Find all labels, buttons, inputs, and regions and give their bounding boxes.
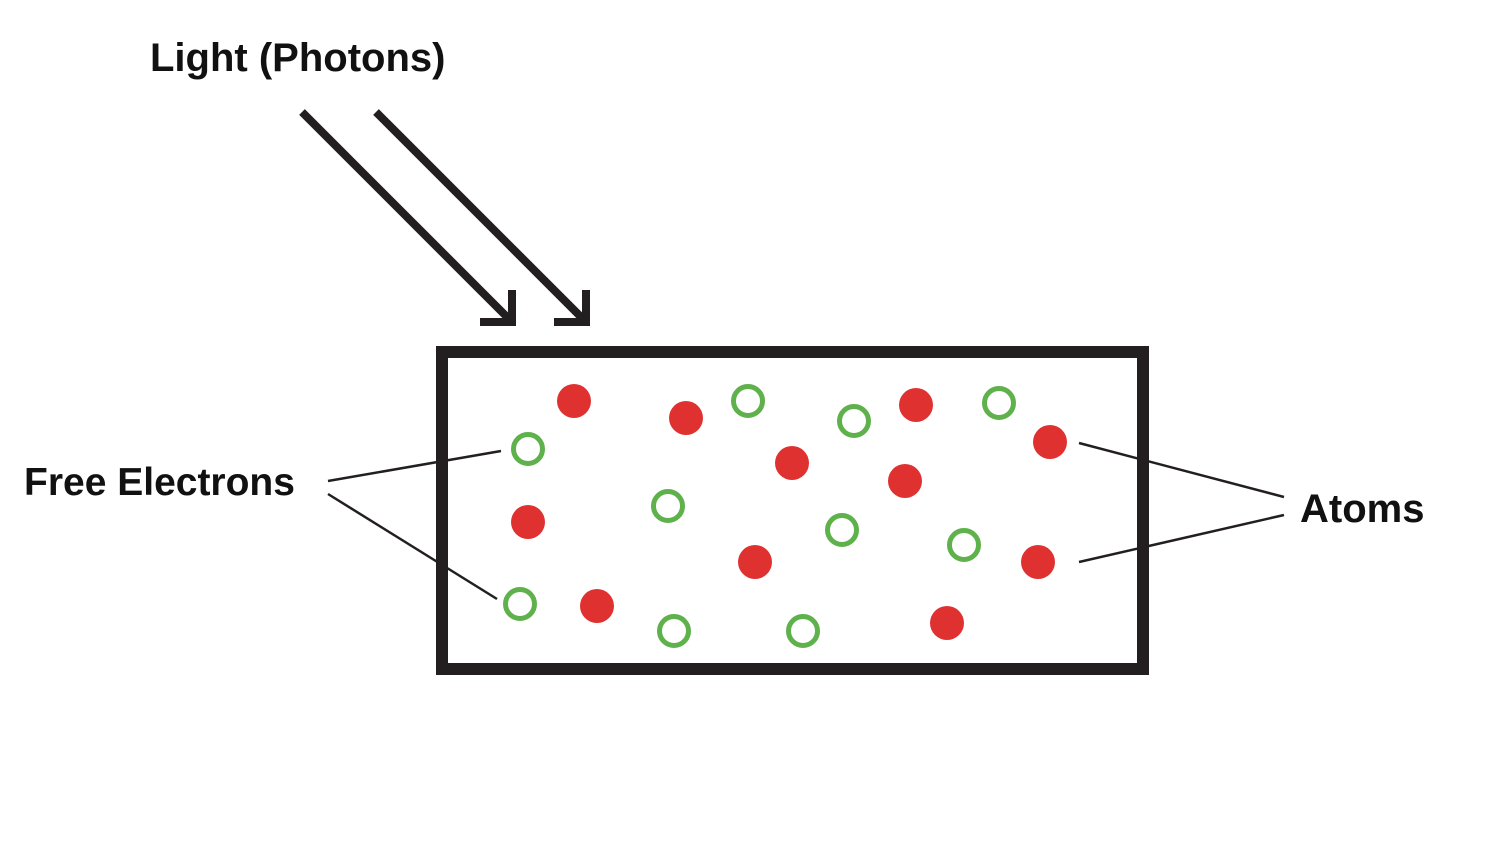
- atom-dot: [775, 446, 809, 480]
- atom-dot: [1021, 545, 1055, 579]
- leader-line: [327, 492, 498, 601]
- free-electron-dot: [657, 614, 691, 648]
- atom-dot: [930, 606, 964, 640]
- atom-dot: [580, 589, 614, 623]
- atoms-label: Atoms: [1300, 487, 1425, 531]
- photon-arrow: [373, 109, 590, 326]
- atom-dot: [738, 545, 772, 579]
- atom-dot: [511, 505, 545, 539]
- atom-dot: [669, 401, 703, 435]
- free-electron-dot: [651, 489, 685, 523]
- free-electron-dot: [982, 386, 1016, 420]
- free-electron-dot: [837, 404, 871, 438]
- leader-line: [1078, 441, 1285, 499]
- free-electron-dot: [947, 528, 981, 562]
- free-electron-dot: [786, 614, 820, 648]
- photon-arrows: [299, 109, 590, 326]
- free-electron-dot: [511, 432, 545, 466]
- free-electron-dot: [503, 587, 537, 621]
- material-block: [436, 346, 1149, 675]
- leader-line: [327, 449, 502, 483]
- free-electrons-label: Free Electrons: [24, 461, 295, 504]
- particles: [503, 384, 1067, 648]
- atom-dot: [1033, 425, 1067, 459]
- atom-dot: [899, 388, 933, 422]
- leader-line: [1078, 513, 1285, 564]
- photon-arrow: [299, 109, 516, 326]
- light-photons-label: Light (Photons): [150, 36, 446, 80]
- atom-dot: [888, 464, 922, 498]
- leader-lines: [327, 441, 1285, 601]
- atom-dot: [557, 384, 591, 418]
- free-electron-dot: [825, 513, 859, 547]
- free-electron-dot: [731, 384, 765, 418]
